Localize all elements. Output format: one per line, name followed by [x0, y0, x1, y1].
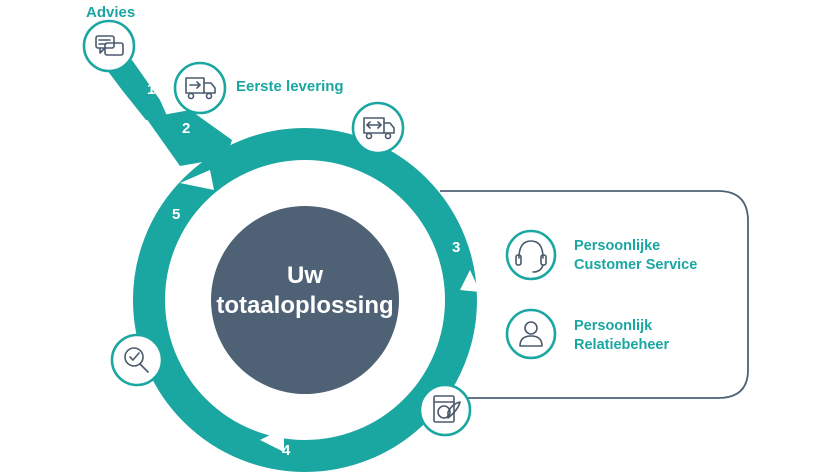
service-relatiebeheer: Persoonlijk Relatiebeheer	[505, 308, 669, 360]
center-disc	[211, 206, 399, 394]
center-title-line-2: totaaloplossing	[216, 292, 393, 319]
ring-notch-bottom	[260, 428, 284, 452]
ring-notch-right	[460, 270, 480, 292]
exchange-truck-icon	[351, 101, 405, 155]
washing-machine-icon	[418, 383, 472, 437]
label-eerste-levering: Eerste levering	[236, 78, 344, 95]
flow-band-step-1	[104, 60, 168, 120]
step-number-3: 3	[452, 239, 460, 256]
services-box	[440, 190, 749, 399]
service-customer-service-line-1: Persoonlijke	[574, 238, 660, 254]
delivery-truck-icon	[173, 61, 227, 115]
step-number-2: 2	[182, 120, 190, 137]
chat-icon	[82, 19, 136, 73]
step-number-1: 1	[147, 81, 155, 98]
person-icon	[505, 308, 557, 360]
service-customer-service: Persoonlijke Customer Service	[505, 229, 697, 281]
main-cycle-ring	[133, 128, 477, 472]
step-number-5: 5	[172, 206, 180, 223]
headset-icon	[505, 229, 557, 281]
service-customer-service-line-2: Customer Service	[574, 257, 697, 273]
inspection-check-icon	[110, 333, 164, 387]
step-number-4: 4	[282, 442, 291, 459]
ring-notch-top	[180, 170, 214, 190]
flow-band-step-2	[146, 110, 232, 166]
label-advies: Advies	[86, 4, 135, 21]
service-relatiebeheer-line-1: Persoonlijk	[574, 318, 653, 334]
center-title-line-1: Uw	[287, 262, 323, 289]
service-relatiebeheer-line-2: Relatiebeheer	[574, 337, 669, 353]
